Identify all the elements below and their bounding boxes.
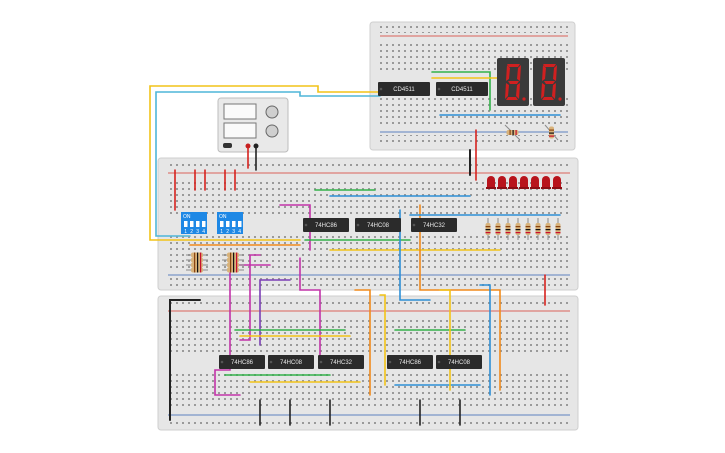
dip-switch-position-label: 3 <box>196 229 199 235</box>
dip-switch-toggle[interactable] <box>238 221 242 227</box>
decoder-chip-dec2-label: CD4511 <box>451 87 473 93</box>
led-icon <box>519 176 529 189</box>
power-supply-icon[interactable] <box>217 97 289 153</box>
resistor-icon <box>544 124 559 141</box>
resistor-icon <box>504 124 521 141</box>
logic-chip-u4[interactable]: 74HC86 <box>219 355 265 369</box>
logic-chip-u2[interactable]: 74HC08 <box>355 218 401 232</box>
led-icon <box>486 176 496 189</box>
dip-switch-on-label: ON <box>183 214 191 220</box>
dip-switch-position-label: 1 <box>220 229 223 235</box>
resistor-icon <box>515 218 521 240</box>
logic-chip-u3[interactable]: 74HC32 <box>411 218 457 232</box>
seven-segment-display-icon <box>497 58 529 106</box>
led-row <box>486 176 562 189</box>
dip-switch-toggle[interactable] <box>220 221 224 227</box>
resistor-icon <box>186 262 208 268</box>
dip-switch-toggle[interactable] <box>196 221 200 227</box>
seven-segment-display-icon <box>533 58 565 106</box>
logic-chip-u2-label: 74HC08 <box>367 223 390 229</box>
resistor-icon <box>222 262 244 268</box>
dip-switch-position-label: 2 <box>190 229 193 235</box>
logic-chip-u5[interactable]: 74HC08 <box>268 355 314 369</box>
led-icon <box>530 176 540 189</box>
led-icon <box>508 176 518 189</box>
decoder-chip-dec1-label: CD4511 <box>393 87 415 93</box>
decoder-group: CD4511 CD4511 <box>378 82 488 96</box>
dip-switch-position-label: 4 <box>238 229 241 235</box>
resistor-icon <box>186 252 208 258</box>
dip-switch-toggle[interactable] <box>190 221 194 227</box>
logic-chip-u7-label: 74HC86 <box>399 360 422 366</box>
logic-chip-u8-label: 74HC08 <box>448 360 471 366</box>
resistor-icon <box>186 267 208 273</box>
dip-switch-toggle[interactable] <box>202 221 206 227</box>
resistor-icon <box>525 218 531 240</box>
dip-switch-toggle[interactable] <box>232 221 236 227</box>
resistor-icon <box>545 218 551 240</box>
dip-switch-position-label: 4 <box>202 229 205 235</box>
logic-chip-row-bottom: 74HC86 74HC08 74HC32 74HC86 74HC08 <box>219 355 482 369</box>
resistor-icon <box>186 257 208 263</box>
dip-switch-toggle[interactable] <box>184 221 188 227</box>
decoder-chip-dec2[interactable]: CD4511 <box>436 82 488 96</box>
logic-chip-u7[interactable]: 74HC86 <box>387 355 433 369</box>
resistor-icon <box>485 218 491 240</box>
dip-switch-position-label: 1 <box>184 229 187 235</box>
resistor-icon <box>222 252 244 258</box>
logic-chip-u4-label: 74HC86 <box>231 360 254 366</box>
resistor-icon <box>222 267 244 273</box>
wires <box>149 71 561 426</box>
display-group <box>497 58 565 106</box>
led-icon <box>552 176 562 189</box>
dip-switch-position-label: 2 <box>226 229 229 235</box>
logic-chip-u1-label: 74HC86 <box>315 223 338 229</box>
resistor-icon <box>535 218 541 240</box>
logic-chip-u1[interactable]: 74HC86 <box>303 218 349 232</box>
resistor-icon <box>555 218 561 240</box>
resistor-icon <box>222 257 244 263</box>
logic-chip-u5-label: 74HC08 <box>280 360 303 366</box>
resistor-icon <box>495 218 501 240</box>
decoder-chip-dec1[interactable]: CD4511 <box>378 82 430 96</box>
logic-chip-u6-label: 74HC32 <box>330 360 353 366</box>
dip-switch-position-label: 3 <box>232 229 235 235</box>
resistor-icon <box>505 218 511 240</box>
led-icon <box>541 176 551 189</box>
dip-switch-toggle[interactable] <box>226 221 230 227</box>
logic-chip-u6[interactable]: 74HC32 <box>318 355 364 369</box>
resistor-group <box>186 124 561 273</box>
logic-chip-row-top: 74HC86 74HC08 74HC32 <box>303 218 457 232</box>
dip-switch-on-label: ON <box>219 214 227 220</box>
logic-chip-u3-label: 74HC32 <box>423 223 446 229</box>
led-icon <box>497 176 507 189</box>
logic-chip-u8[interactable]: 74HC08 <box>436 355 482 369</box>
